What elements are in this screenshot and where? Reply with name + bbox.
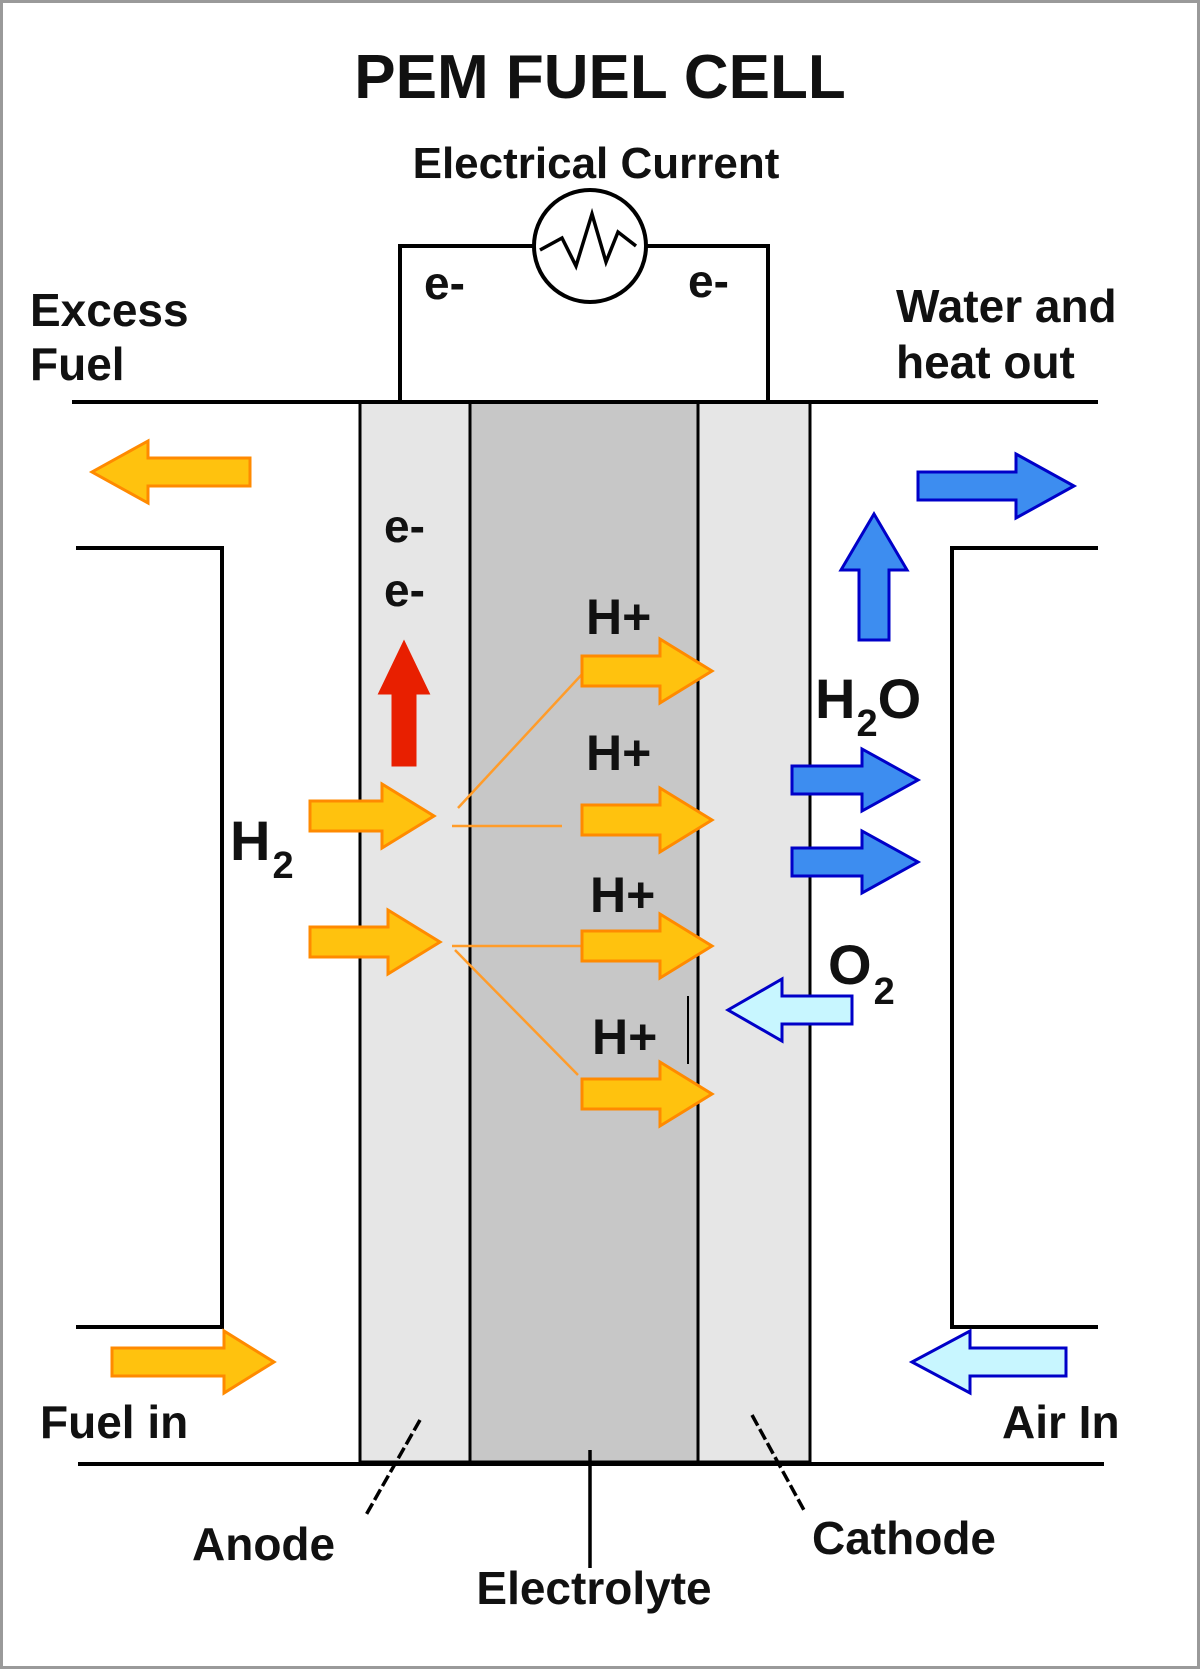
resistor-zigzag: [539, 207, 638, 271]
electron-up-arrow: [377, 639, 431, 767]
o2-label: O2: [828, 933, 895, 1013]
anode-label: Anode: [192, 1518, 335, 1570]
diagram-title: PEM FUEL CELL: [354, 43, 845, 112]
load-icon: [532, 188, 648, 304]
anode-pointer: [364, 1419, 422, 1516]
excess-fuel-label: Excess Fuel: [30, 284, 201, 390]
cathode-label: Cathode: [812, 1512, 996, 1564]
electrical-current-label: Electrical Current: [413, 139, 780, 188]
fuel-in-arrow: [110, 1328, 277, 1396]
air-channel-outline: [950, 546, 1098, 1329]
air-in-label: Air In: [1002, 1396, 1120, 1448]
air-in-arrow: [908, 1328, 1068, 1396]
proton-label-3: H+: [590, 867, 655, 923]
proton-label-2: H+: [586, 725, 651, 781]
cathode-layer: [696, 400, 812, 1464]
h2-arrow-1: [308, 781, 437, 851]
excess-fuel-arrow: [88, 438, 252, 506]
proton-arrow-1: [580, 636, 715, 706]
oxygen-arrow: [724, 976, 854, 1044]
water-arrow-1: [790, 746, 922, 814]
electron-label-circuit-left: e-: [424, 257, 465, 309]
fuel-channel-outline: [76, 546, 224, 1329]
fuel-in-label: Fuel in: [40, 1396, 188, 1448]
water-arrow-2: [790, 828, 922, 896]
proton-label-1: H+: [586, 589, 651, 645]
electron-label-circuit-right: e-: [688, 255, 729, 307]
water-heat-out-label: Water and heat out: [896, 280, 1129, 388]
h2o-label: H2O: [815, 667, 921, 745]
proton-arrow-4: [580, 1059, 715, 1129]
proton-arrow-3: [580, 911, 715, 981]
electrolyte-label: Electrolyte: [476, 1562, 711, 1614]
reaction-lines: [452, 670, 586, 1076]
water-out-arrow: [916, 451, 1078, 521]
proton-arrow-2: [580, 785, 715, 855]
cathode-pointer: [750, 1414, 807, 1513]
water-up-arrow: [838, 511, 910, 642]
h2-label: H2: [230, 809, 294, 887]
h2-arrow-2: [308, 907, 443, 977]
electron-label-anode-2: e-: [384, 564, 425, 616]
electron-label-anode-1: e-: [384, 500, 425, 552]
proton-label-4: H+: [592, 1009, 657, 1065]
